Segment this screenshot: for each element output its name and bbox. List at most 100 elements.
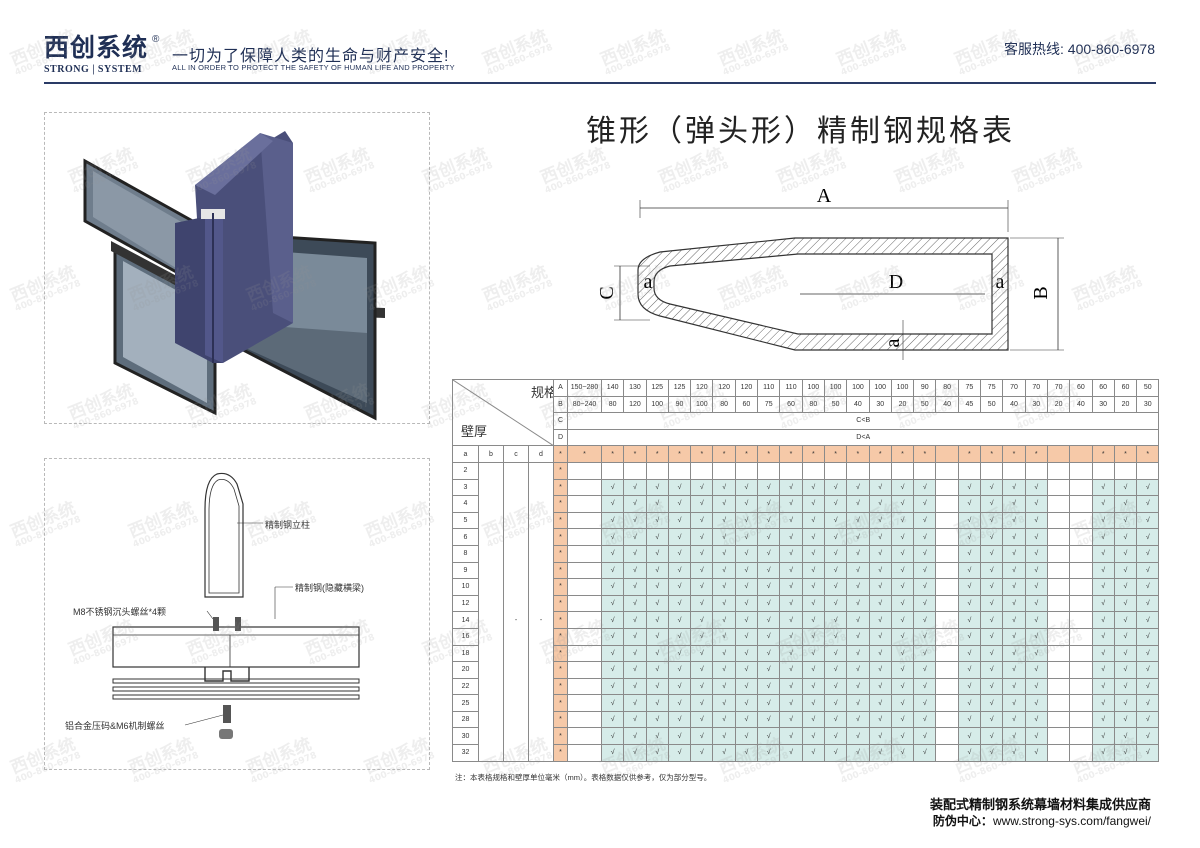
empty-cell <box>1046 495 1071 513</box>
abcd-cell <box>528 495 554 513</box>
check-cell: √ <box>1002 744 1026 762</box>
brand-logo: 西创系统 ® STRONG | SYSTEM <box>44 34 164 76</box>
check-cell: √ <box>957 694 982 712</box>
check-cell: √ <box>868 561 892 580</box>
check-cell: √ <box>667 528 692 546</box>
b-value-cell: 30 <box>1136 395 1160 414</box>
check-cell: √ <box>890 677 915 696</box>
empty-cell <box>567 611 602 629</box>
check-cell: √ <box>913 677 937 696</box>
check-cell: √ <box>868 694 892 712</box>
check-cell: √ <box>690 727 714 746</box>
check-cell: √ <box>913 744 937 762</box>
b-value-cell: 45 <box>957 395 982 414</box>
check-cell: √ <box>690 561 714 580</box>
empty-cell <box>567 528 602 546</box>
check-cell: √ <box>757 578 781 596</box>
check-cell: √ <box>1136 544 1160 563</box>
abcd-cell <box>503 528 529 546</box>
abcd-cell <box>478 495 504 513</box>
check-cell: √ <box>1136 661 1160 679</box>
check-cell: √ <box>913 495 937 513</box>
empty-cell <box>1069 644 1093 663</box>
check-cell: √ <box>690 644 714 663</box>
marker-cell: * <box>779 445 803 463</box>
check-cell: √ <box>868 528 892 546</box>
check-cell: √ <box>1136 627 1160 646</box>
check-cell: √ <box>623 677 647 696</box>
spec-table: 规格壁厚A150~2801401301251251201201201101101… <box>452 378 1160 762</box>
check-cell: √ <box>623 561 647 580</box>
check-cell: √ <box>801 627 825 646</box>
abcd-cell <box>528 512 554 529</box>
check-cell: √ <box>645 495 669 513</box>
table-row-A: 规格壁厚A150~2801401301251251201201201101101… <box>452 378 1160 447</box>
check-cell: √ <box>1136 561 1160 580</box>
a-value-cell: 140 <box>600 379 625 397</box>
empty-cell <box>1046 744 1071 762</box>
check-cell: √ <box>600 661 625 679</box>
empty-cell <box>690 461 714 480</box>
empty-cell <box>567 594 602 613</box>
check-cell: √ <box>913 661 937 679</box>
check-cell: √ <box>868 611 892 629</box>
empty-cell <box>935 627 959 646</box>
check-cell: √ <box>712 744 736 762</box>
check-cell: √ <box>846 594 870 613</box>
check-cell: √ <box>957 511 982 530</box>
a-value-cell: 100 <box>868 379 892 397</box>
registered-mark: ® <box>152 34 160 45</box>
dim-D: D <box>889 271 903 293</box>
check-cell: √ <box>823 611 848 629</box>
b-value-cell: 40 <box>1002 395 1026 414</box>
abcd-cell <box>478 512 504 529</box>
check-cell: √ <box>846 727 870 746</box>
abcd-cell <box>503 678 529 695</box>
thickness-cell: 2 <box>452 461 479 480</box>
empty-cell <box>1069 578 1093 596</box>
b-value-cell: 30 <box>1091 395 1115 414</box>
a-value-cell: 110 <box>779 379 803 397</box>
dim-a-right: a <box>996 271 1005 293</box>
check-cell: √ <box>734 528 759 546</box>
marker-cell: * <box>690 445 714 463</box>
check-cell: √ <box>667 644 692 663</box>
check-cell: √ <box>801 495 825 513</box>
empty-cell <box>567 578 602 596</box>
empty-cell <box>935 710 959 729</box>
empty-cell <box>757 461 781 480</box>
check-cell: √ <box>712 694 736 712</box>
empty-cell <box>935 578 959 596</box>
check-cell: √ <box>734 478 759 497</box>
table-row-thickness: 3*√√√√√√√√√√√√√√√√√√√√√√ <box>452 478 1160 497</box>
empty-cell <box>935 727 959 746</box>
check-cell: √ <box>1136 644 1160 663</box>
marker-cell: * <box>890 445 915 463</box>
check-cell: √ <box>667 727 692 746</box>
check-cell: √ <box>890 578 915 596</box>
check-cell: √ <box>600 478 625 497</box>
a-value-cell: 75 <box>957 379 982 397</box>
marker-cell: * <box>801 445 825 463</box>
marker-cell: * <box>553 627 568 646</box>
check-cell: √ <box>846 511 870 530</box>
marker-cell: * <box>553 694 568 712</box>
empty-cell <box>1091 461 1115 480</box>
check-cell: √ <box>645 528 669 546</box>
check-cell: √ <box>801 578 825 596</box>
check-cell: √ <box>846 677 870 696</box>
anti-fake-url[interactable]: www.strong-sys.com/fangwei/ <box>992 814 1151 828</box>
check-cell: √ <box>757 727 781 746</box>
marker-cell: * <box>553 511 568 530</box>
check-cell: √ <box>1091 727 1115 746</box>
check-cell: √ <box>600 578 625 596</box>
check-cell: √ <box>1002 627 1026 646</box>
marker-cell: * <box>1136 445 1160 463</box>
b-value-cell: 20 <box>890 395 915 414</box>
check-cell: √ <box>801 710 825 729</box>
thickness-cell: 30 <box>452 727 479 746</box>
check-cell: √ <box>623 578 647 596</box>
